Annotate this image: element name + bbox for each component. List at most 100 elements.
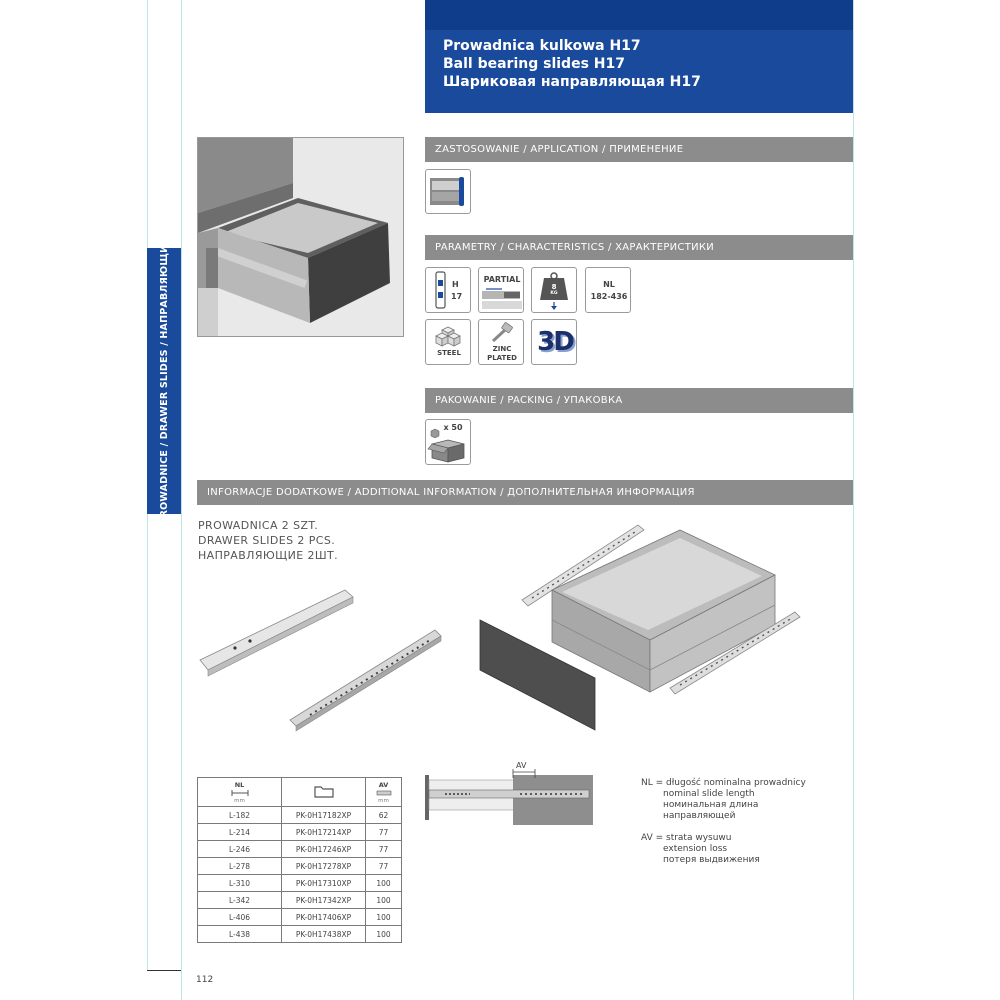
side-tab <box>147 248 181 514</box>
finish-line2: PLATED <box>487 354 517 362</box>
margin-guide <box>181 0 182 1000</box>
header-strip <box>425 0 853 30</box>
cell-nl: L-246 <box>197 840 282 858</box>
extension-loss-icon <box>376 790 391 795</box>
length-arrow-icon <box>231 789 248 796</box>
material-icon-tile: STEEL <box>425 319 471 365</box>
intro-line-pl: PROWADNICA 2 SZT. <box>198 519 319 532</box>
legend-nl-line2: nominal slide length <box>663 789 755 799</box>
intro-line-ru: НАПРАВЛЯЮЩИЕ 2ШТ. <box>198 549 339 562</box>
col-av-label: AV <box>378 780 389 789</box>
finish-icon-tile: ZINC PLATED <box>478 319 524 365</box>
av-diagram-label: AV <box>516 761 527 770</box>
cell-nl: L-310 <box>197 874 282 892</box>
cell-av: 100 <box>365 925 402 943</box>
col-av-unit: mm <box>378 797 389 804</box>
cell-code: PK-0H17214XP <box>281 823 366 841</box>
partial-extension-icon <box>482 288 522 309</box>
cell-code: PK-0H17406XP <box>281 908 366 926</box>
finish-line1: ZINC <box>492 345 512 353</box>
section-additional: INFORMACJE DODATKOWE / ADDITIONAL INFORM… <box>197 480 853 505</box>
col-nl-unit: mm <box>234 797 245 804</box>
title-en: Ball bearing slides H17 <box>443 56 625 72</box>
legend-nl-line4: направляющей <box>663 811 736 821</box>
cell-av: 100 <box>365 908 402 926</box>
legend-av-line3: потеря выдвижения <box>663 855 760 865</box>
steel-cubes-icon <box>435 326 461 347</box>
legend-nl-line1: NL = długość nominalna prowadnicy <box>641 778 806 788</box>
page-rule <box>147 970 181 971</box>
cell-av: 100 <box>365 891 402 909</box>
packing-icon-tile: x 50 <box>425 419 471 465</box>
cell-av: 77 <box>365 857 402 875</box>
col-header-av: AV mm <box>365 777 402 807</box>
load-value: 8 <box>551 283 557 291</box>
height-value: 17 <box>451 292 463 301</box>
drawer-illustration <box>198 138 403 336</box>
intro-line-en: DRAWER SLIDES 2 PCS. <box>198 534 336 547</box>
margin-guide <box>853 0 854 1000</box>
legend-nl-line3: номинальная длина <box>663 800 759 810</box>
extension-label: PARTIAL <box>483 275 521 284</box>
col-nl-label: NL <box>234 780 245 789</box>
margin-guide <box>147 0 148 248</box>
title-ru: Шариковая направляющая H17 <box>443 74 701 90</box>
small-box-icon <box>430 423 440 439</box>
loose-slides-illustration <box>199 589 442 732</box>
slide-profile-icon <box>435 271 446 309</box>
cell-nl: L-214 <box>197 823 282 841</box>
cell-code: PK-0H17182XP <box>281 806 366 824</box>
col-header-nl: NL mm <box>197 777 282 807</box>
product-photo <box>197 137 404 337</box>
cell-av: 62 <box>365 806 402 824</box>
screw-icon <box>491 322 513 343</box>
legend-av-line1: AV = strata wysuwu <box>641 833 732 843</box>
page-number: 112 <box>196 975 214 985</box>
col-header-code <box>281 777 366 807</box>
load-unit: KG <box>550 291 558 296</box>
packing-quantity: x 50 <box>443 423 463 432</box>
title-pl: Prowadnica kulkowa H17 <box>443 38 641 54</box>
drawer-exploded-illustration <box>479 524 801 731</box>
cell-nl: L-182 <box>197 806 282 824</box>
drawer-application-icon <box>425 169 471 214</box>
cell-code: PK-0H17246XP <box>281 840 366 858</box>
cell-code: PK-0H17342XP <box>281 891 366 909</box>
cell-nl: L-406 <box>197 908 282 926</box>
drawer-icon <box>430 177 464 206</box>
model-3d-icon: 3D <box>537 327 575 357</box>
section-characteristics: PARAMETRY / CHARACTERISTICS / ХАРАКТЕРИС… <box>425 235 853 260</box>
cell-code: PK-0H17438XP <box>281 925 366 943</box>
legend-av-line2: extension loss <box>663 844 728 854</box>
box-icon <box>427 439 465 463</box>
extension-icon-tile: PARTIAL <box>478 267 524 313</box>
nl-label: NL <box>603 280 615 289</box>
cell-av: 77 <box>365 840 402 858</box>
cell-code: PK-0H17310XP <box>281 874 366 892</box>
cell-nl: L-438 <box>197 925 282 943</box>
table-header-row: NL mm AV mm <box>197 777 402 807</box>
model-3d-icon-tile: 3D <box>531 319 577 365</box>
section-application: ZASTOSOWANIE / APPLICATION / ПРИМЕНЕНИЕ <box>425 137 853 162</box>
section-packing: PAKOWANIE / PACKING / УПАКОВКА <box>425 388 853 413</box>
folder-icon <box>313 786 334 798</box>
material-label: STEEL <box>437 349 461 357</box>
margin-guide <box>147 514 148 970</box>
weight-icon <box>540 272 568 310</box>
cell-av: 77 <box>365 823 402 841</box>
cell-code: PK-0H17278XP <box>281 857 366 875</box>
side-tab-label-wrap: PROWADNICE / DRAWER SLIDES / НАПРАВЛЯЮЩИ… <box>147 238 181 525</box>
height-letter: H <box>452 280 459 289</box>
height-icon-tile: H 17 <box>425 267 471 313</box>
cell-av: 100 <box>365 874 402 892</box>
load-icon-tile: 8 KG <box>531 267 577 313</box>
